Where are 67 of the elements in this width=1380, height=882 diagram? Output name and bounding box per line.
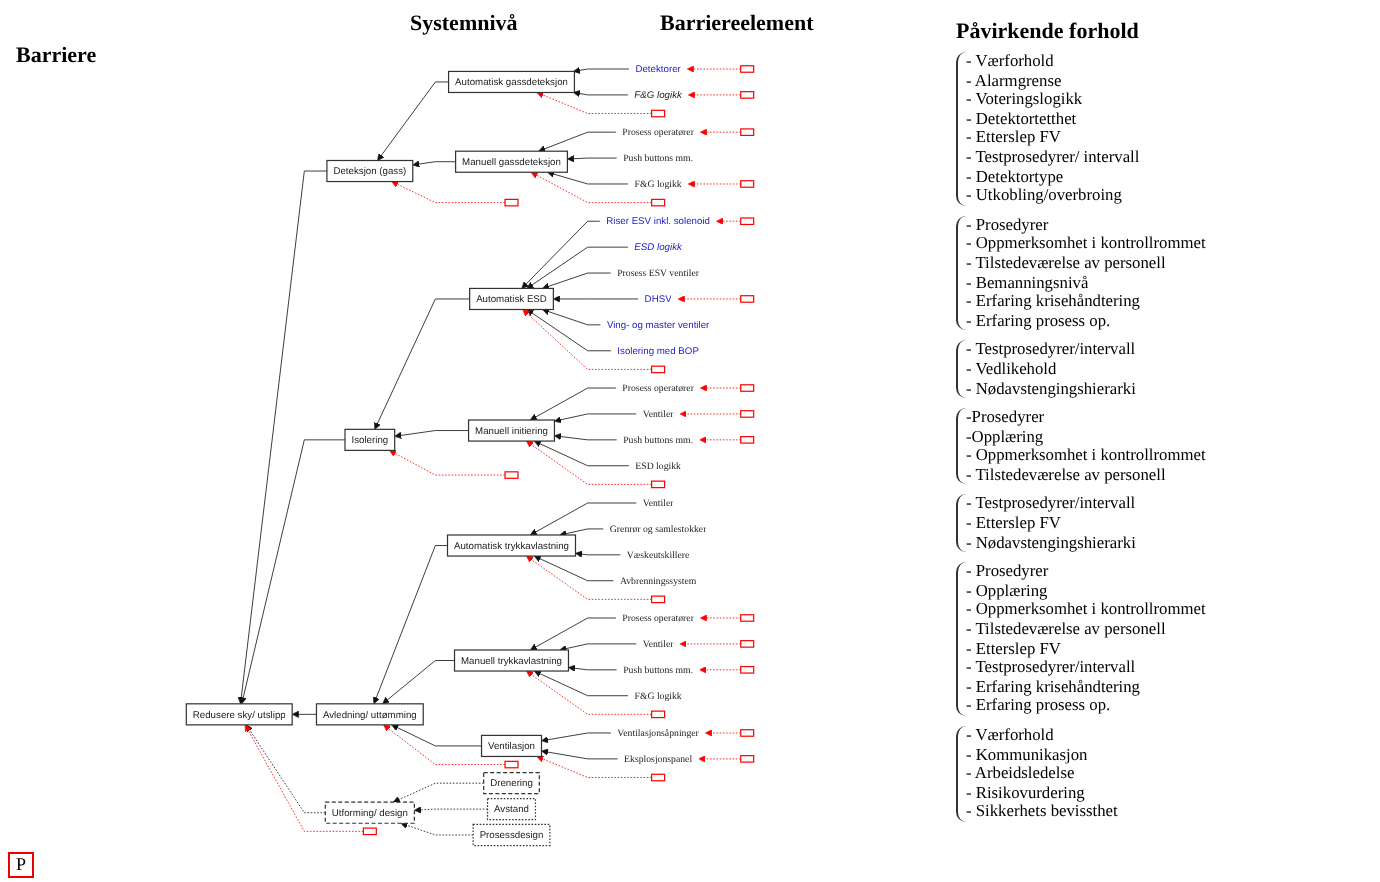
node-box <box>362 827 377 836</box>
factor-item: - Erfaring krisehåndtering <box>966 292 1142 312</box>
column-heading: Barriere <box>16 44 97 68</box>
factor-item: - Vedlikehold <box>966 359 1059 379</box>
node-box <box>740 91 755 99</box>
node-box <box>740 729 755 737</box>
factor-item: - Detektortype <box>966 167 1066 187</box>
factor-item: -Prosedyrer <box>966 408 1047 428</box>
factor-item: - Etterslep FV <box>966 514 1063 534</box>
node-box <box>651 109 666 118</box>
factor-item: - Etterslep FV <box>966 128 1063 148</box>
column-heading: Påvirkende forhold <box>956 20 1139 44</box>
factor-item: - Bemanningsnivå <box>966 273 1091 293</box>
factor-item: - Erfaring krisehåndtering <box>966 677 1142 697</box>
factor-item: - Værforhold <box>966 52 1056 72</box>
column-heading: Barriereelement <box>660 12 814 36</box>
factor-item: - Tilstedeværelse av personell <box>966 465 1168 485</box>
factor-item: - Tilstedeværelse av personell <box>966 253 1168 274</box>
factor-item: - Oppmerksomhet i kontrollrommet <box>966 446 1208 466</box>
factor-item: - Erfaring prosess op. <box>966 696 1113 716</box>
node-box <box>740 410 755 418</box>
factor-item: - Værforhold <box>966 726 1056 746</box>
factor-item: - Voteringslogikk <box>966 90 1085 110</box>
factor-item: - Prosedyrer <box>966 215 1051 235</box>
node-box <box>651 198 666 207</box>
factor-item: - Detektortetthet <box>966 109 1079 129</box>
factor-item: - Utkobling/overbroing <box>966 186 1124 206</box>
marker-tag: P <box>8 852 35 878</box>
node-box <box>740 128 755 136</box>
node-box <box>504 471 519 479</box>
node-box <box>740 65 755 73</box>
factor-item: - Testprosedyrer/intervall <box>966 340 1138 360</box>
factor-item: - Risikovurdering <box>966 783 1087 803</box>
node-box <box>740 384 755 392</box>
node-box <box>504 198 519 207</box>
node-box <box>740 436 755 444</box>
node-box <box>504 760 519 769</box>
node-box <box>740 217 755 226</box>
node-box <box>651 595 666 604</box>
factor-item: - Oppmerksomhet i kontrollrommet <box>966 234 1208 254</box>
factor-item: - Erfaring prosess op. <box>966 311 1113 331</box>
factor-item: - Kommunikasjon <box>966 745 1090 765</box>
node-box <box>651 773 666 782</box>
node-box <box>740 180 755 188</box>
node-box <box>740 755 755 763</box>
factor-item: - Tilstedeværelse av personell <box>966 620 1168 640</box>
factor-item: - Sikkerhets bevissthet <box>966 802 1120 822</box>
factor-item: - Testprosedyrer/intervall <box>966 658 1138 678</box>
node-box <box>740 614 755 622</box>
node-box <box>740 665 755 674</box>
node-box <box>651 365 666 374</box>
factor-item: - Etterslep FV <box>966 639 1063 659</box>
factor-item: - Alarmgrense <box>966 71 1064 91</box>
factor-item: - Testprosedyrer/intervall <box>966 494 1138 515</box>
column-heading: Systemnivå <box>410 12 518 36</box>
factor-item: - Arbeidsledelse <box>966 764 1077 784</box>
factor-item: - Opplæring <box>966 581 1050 601</box>
node-box <box>740 295 755 303</box>
factor-item: - Oppmerksomhet i kontrollrommet <box>966 600 1208 621</box>
factor-item: -Opplæring <box>966 427 1046 447</box>
node-box <box>651 480 666 489</box>
node-box <box>740 640 755 648</box>
factor-item: - Nødavstengingshierarki <box>966 379 1138 399</box>
factor-item: - Nødavstengingshierarki <box>966 533 1138 553</box>
factor-item: - Testprosedyrer/ intervall <box>966 147 1142 168</box>
factor-item: - Prosedyrer <box>966 562 1051 582</box>
node-box <box>651 710 666 719</box>
